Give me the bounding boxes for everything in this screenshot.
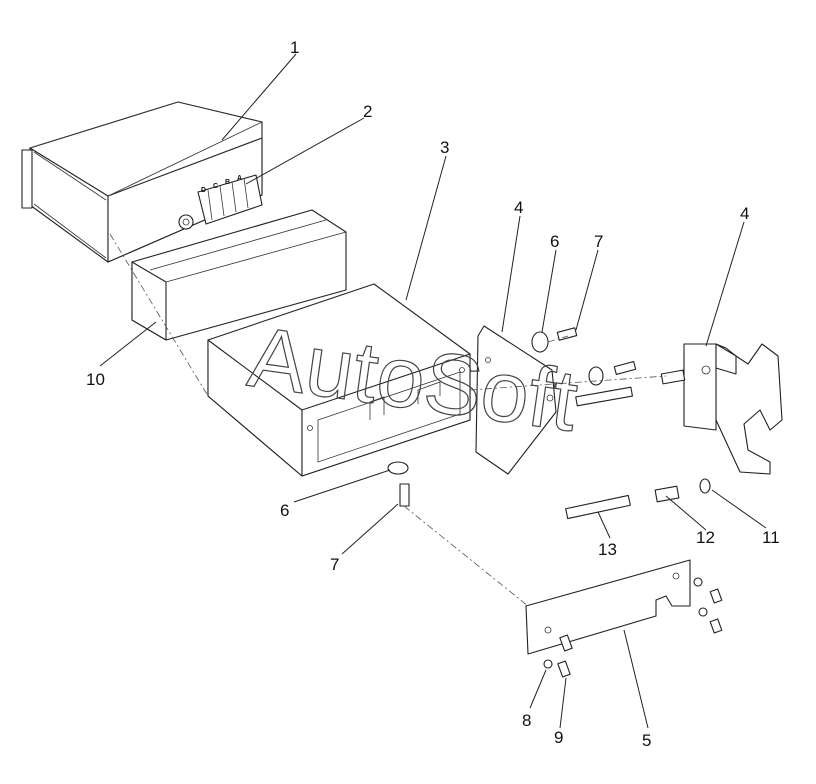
terminal-label-a: A <box>237 175 242 182</box>
part-1-housing <box>21 101 264 263</box>
terminal-label-b: B <box>225 179 230 186</box>
callout-4-left: 4 <box>514 198 523 217</box>
leader-lines <box>99 53 767 729</box>
callout-11: 11 <box>762 528 780 547</box>
callout-7-top: 7 <box>594 232 603 251</box>
callout-2: 2 <box>363 102 372 121</box>
center-lines <box>109 233 667 607</box>
callout-5: 5 <box>642 731 651 750</box>
callout-12: 12 <box>696 528 715 547</box>
callout-13: 13 <box>598 540 617 559</box>
terminal-label-c: C <box>213 183 218 190</box>
callout-10: 10 <box>86 370 105 389</box>
part-3-box <box>207 283 471 477</box>
part-4-bracket-right <box>683 343 783 475</box>
callout-6-top: 6 <box>550 232 559 251</box>
fasteners <box>387 327 723 678</box>
callout-6-bottom: 6 <box>280 501 289 520</box>
callout-4-right: 4 <box>740 204 749 223</box>
part-5-plate <box>525 559 691 655</box>
callout-8: 8 <box>522 711 531 730</box>
part-2-terminal-block: D C B A <box>178 174 263 230</box>
callouts: 1 2 3 4 4 5 6 6 7 7 8 9 10 11 12 13 <box>86 38 780 750</box>
callout-1: 1 <box>290 38 299 57</box>
part-4-bracket-left <box>475 325 557 475</box>
part-10-sleeve <box>131 209 347 341</box>
terminal-label-d: D <box>201 187 206 194</box>
callout-7-bottom: 7 <box>330 555 339 574</box>
callout-3: 3 <box>440 138 449 157</box>
callout-9: 9 <box>554 728 563 747</box>
